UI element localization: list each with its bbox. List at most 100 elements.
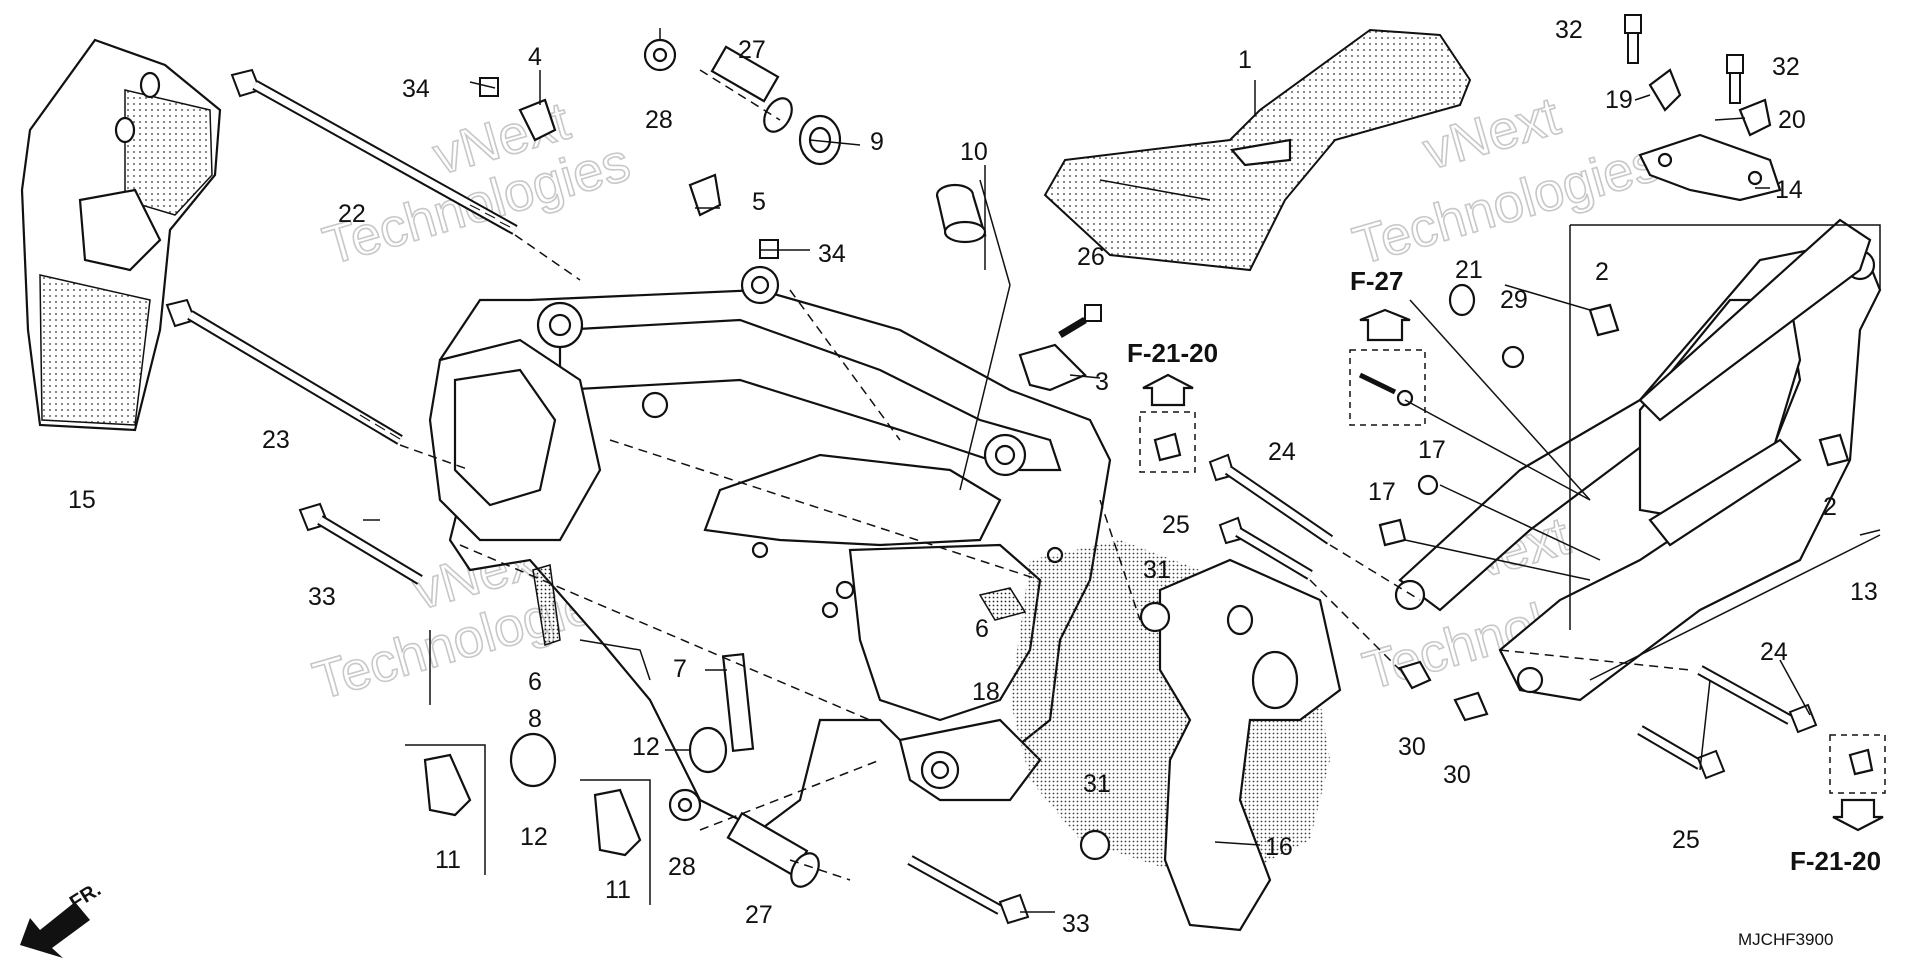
bolt-33-bottom: [907, 855, 1030, 925]
callout-6-right: 6: [975, 615, 989, 643]
callout-32-lower: 32: [1772, 53, 1800, 81]
callout-6-left: 6: [528, 668, 542, 696]
part-6-pad-right: [978, 587, 1027, 621]
part-main-frame: [428, 265, 1112, 832]
callout-23: 23: [262, 426, 290, 454]
part-14-bracket: [1638, 133, 1782, 202]
part-4-clip: [518, 98, 557, 142]
callout-33-left: 33: [308, 583, 336, 611]
bolt-33-left: [298, 502, 423, 585]
part-27-upper: [710, 45, 793, 133]
callout-28-lower: 28: [668, 853, 696, 881]
bolt-24-lower: [1697, 665, 1818, 734]
ref-box-f-21-20-lower: [1829, 734, 1886, 794]
callout-12-left: 12: [520, 823, 548, 851]
ref-arrow-f-21-20-upper: [1142, 373, 1194, 407]
front-direction-arrow: [20, 902, 90, 958]
callout-22: 22: [338, 200, 366, 228]
callout-25-upper: 25: [1162, 511, 1190, 539]
callout-32-upper: 32: [1555, 16, 1583, 44]
assembly-lines: [399, 69, 1691, 881]
callout-17-upper: 17: [1418, 436, 1446, 464]
part-11-left: [423, 753, 472, 817]
part-11-mid: [593, 788, 642, 857]
callout-21: 21: [1455, 256, 1483, 284]
callout-12-mid: 12: [632, 733, 660, 761]
bolt-25-lower: [1637, 725, 1726, 780]
callout-2-upper: 2: [1595, 258, 1609, 286]
callout-4: 4: [528, 43, 542, 71]
callout-17-lower: 17: [1368, 478, 1396, 506]
callout-11-mid: 11: [605, 876, 631, 904]
ref-box-contents: [1153, 372, 1874, 776]
callout-24-lower: 24: [1760, 638, 1788, 666]
part-2-labels: [1588, 303, 1850, 467]
reference-f-21-20-upper: F-21-20: [1127, 338, 1218, 368]
part-31-nuts: [1079, 601, 1171, 861]
bolt-23: [165, 298, 403, 445]
callout-31-lower: 31: [1083, 770, 1111, 798]
bolt-25-upper: [1218, 516, 1313, 580]
callout-18: 18: [972, 678, 1000, 706]
callout-14: 14: [1775, 176, 1803, 204]
part-15-side-cover: [20, 38, 222, 432]
ref-box-f-21-20-upper: [1139, 411, 1196, 473]
ref-arrow-f-21-20-lower: [1832, 798, 1884, 832]
callout-1: 1: [1238, 46, 1252, 74]
part-29-washer: [1501, 345, 1525, 369]
callout-34-upper: 34: [402, 75, 430, 103]
part-21-nut: [1448, 283, 1476, 317]
callout-34-lower: 34: [818, 240, 846, 268]
callout-8: 8: [528, 705, 542, 733]
callout-30-left: 30: [1398, 733, 1426, 761]
callout-19: 19: [1605, 86, 1633, 114]
callout-27-upper: 27: [738, 36, 766, 64]
part-5-clip: [688, 173, 722, 217]
callout-24-upper: 24: [1268, 438, 1296, 466]
part-28-lower: [668, 788, 702, 822]
callout-11-left: 11: [435, 846, 461, 874]
callout-13: 13: [1850, 578, 1878, 606]
callout-20: 20: [1778, 106, 1806, 134]
callout-31-upper: 31: [1143, 556, 1171, 584]
callout-10: 10: [960, 138, 988, 166]
part-clips-19-20: [1648, 68, 1772, 137]
bolt-24-upper: [1208, 453, 1334, 545]
callout-27-lower: 27: [745, 901, 773, 929]
reference-f-27: F-27: [1350, 266, 1403, 296]
reference-f-21-20-lower: F-21-20: [1790, 846, 1881, 876]
callout-3: 3: [1095, 368, 1109, 396]
part-6-pad-left: [532, 564, 561, 646]
bolt-32-b: [1726, 54, 1744, 104]
part-28-upper: [643, 38, 677, 72]
callout-7: 7: [673, 655, 687, 683]
callouts: 1 2 2 3 4 5 6 6 7 8 9 10 11 11 12 12 13 …: [68, 16, 1878, 938]
callout-2-lower: 2: [1823, 493, 1837, 521]
part-9-bushing: [798, 114, 842, 166]
part-26-bolt: [1058, 304, 1102, 339]
callout-5: 5: [752, 188, 766, 216]
bolt-22: [230, 68, 518, 235]
callout-26: 26: [1077, 243, 1105, 271]
ref-arrow-f-27: [1359, 308, 1411, 342]
callout-30-right: 30: [1443, 761, 1471, 789]
callout-15: 15: [68, 486, 96, 514]
callout-25-lower: 25: [1672, 826, 1700, 854]
diagram-code: MJCHF3900: [1738, 930, 1833, 949]
part-27-lower: [726, 811, 820, 888]
part-12-left: [509, 732, 557, 788]
reference-labels: F-21-20 F-27 F-21-20: [1127, 266, 1881, 876]
callout-9: 9: [870, 128, 884, 156]
callout-29: 29: [1500, 286, 1528, 314]
part-10-sleeve: [935, 183, 987, 244]
bolt-32-a: [1624, 14, 1642, 64]
ref-box-f-27: [1349, 349, 1426, 426]
leader-lines: [363, 28, 1881, 913]
part-3-clip: [1018, 343, 1087, 392]
part-16-lower-pad: [1010, 540, 1342, 932]
part-1-upper-pad: [1043, 28, 1472, 272]
part-30-nuts: [1398, 660, 1489, 722]
part-13-rear-subframe: [1394, 218, 1882, 702]
callout-28-upper: 28: [645, 106, 673, 134]
